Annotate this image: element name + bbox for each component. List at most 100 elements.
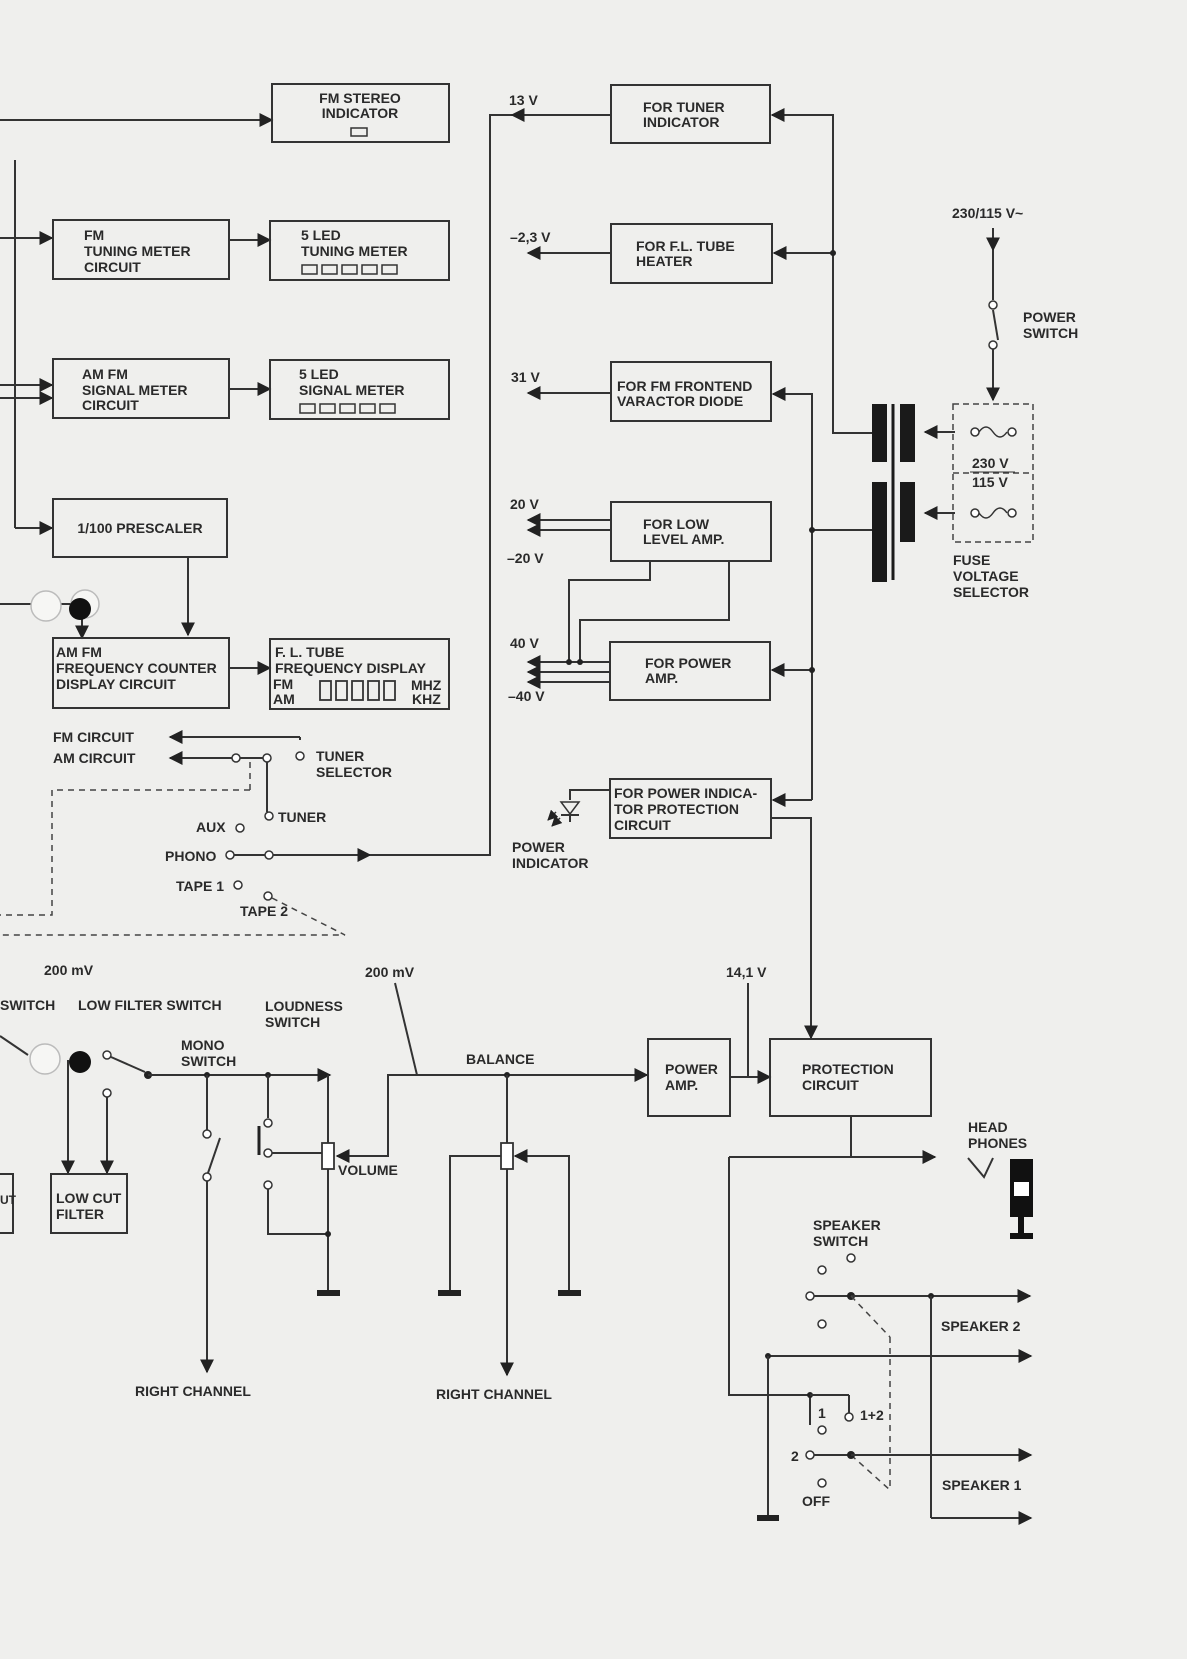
fuse-voltage-selector: 230 V 115 V <box>923 403 1034 543</box>
frequency-counter-line2: FREQUENCY COUNTER <box>56 660 217 676</box>
right-channel-1-label: RIGHT CHANNEL <box>135 1383 251 1399</box>
signal-meter-circuit-block: AM FM SIGNAL METER CIRCUIT <box>52 358 230 419</box>
tuner-indicator-line1: FOR TUNER <box>643 99 725 115</box>
fl-tube-line2: FREQUENCY DISPLAY <box>275 660 427 676</box>
low-level-amp-line1: FOR LOW <box>643 516 710 532</box>
mono-switch-line1: MONO <box>181 1037 225 1053</box>
v20-label: 20 V <box>510 496 539 512</box>
fl-tube-fm: FM <box>273 676 293 692</box>
fm-stereo-indicator-line2: INDICATOR <box>322 105 398 121</box>
mains-voltage-label: 230/115 V~ <box>952 205 1023 221</box>
low-cut-filter-line1: LOW CUT <box>56 1190 122 1206</box>
signal-meter-line3: CIRCUIT <box>82 397 139 413</box>
frequency-counter-line3: DISPLAY CIRCUIT <box>56 676 176 692</box>
led-tuning-meter-line2: TUNING METER <box>301 243 408 259</box>
fuse-selector-line3: SELECTOR <box>953 584 1029 600</box>
right-channel-2-label: RIGHT CHANNEL <box>436 1386 552 1402</box>
power-switch-line2: SWITCH <box>1023 325 1078 341</box>
speaker-pos1-label: 1 <box>818 1405 826 1421</box>
protection-line2: CIRCUIT <box>802 1077 859 1093</box>
fm-stereo-indicator-block: FM STEREO INDICATOR <box>271 83 450 143</box>
led-segments-icon <box>301 264 398 275</box>
protection-line1: PROTECTION <box>802 1061 894 1077</box>
signal-meter-line1: AM FM <box>82 366 128 382</box>
switch-left-label: SWITCH <box>0 997 55 1013</box>
prescaler-block: 1/100 PRESCALER <box>52 498 228 558</box>
sig200-left-label: 200 mV <box>44 962 94 978</box>
fm-tuning-meter-circuit-block: FM TUNING METER CIRCUIT <box>52 219 230 280</box>
low-cut-filter-line2: FILTER <box>56 1206 104 1222</box>
led-tuning-meter-block: 5 LED TUNING METER <box>269 220 450 281</box>
fuse-selector-line2: VOLTAGE <box>953 568 1019 584</box>
knob-dot-icon <box>69 598 91 620</box>
knob-outline-icon <box>29 1043 61 1075</box>
power-supply-section: FOR TUNER INDICATOR 13 V FOR F.L. TUBE H… <box>507 84 1078 1040</box>
tuner-indicator-line2: INDICATOR <box>643 114 719 130</box>
aux-label: AUX <box>196 819 226 835</box>
stereo-lamp-icon <box>350 127 368 137</box>
fl-tube-mhz: MHZ <box>411 677 442 693</box>
speaker-switch-line1: SPEAKER <box>813 1217 881 1233</box>
led-signal-meter-line1: 5 LED <box>299 366 339 382</box>
v40-label: 40 V <box>510 635 539 651</box>
transformer-icon <box>872 404 915 582</box>
volume-label: VOLUME <box>338 1162 398 1178</box>
signal-meter-line2: SIGNAL METER <box>82 382 188 398</box>
input-selector: AUX TUNER PHONO TAPE 1 TAPE 2 <box>0 809 372 936</box>
v14-1-label: 14,1 V <box>726 964 767 980</box>
fl-tube-line1: F. L. TUBE <box>275 644 344 660</box>
am-circuit-label: AM CIRCUIT <box>53 750 136 766</box>
speaker-switch-line2: SWITCH <box>813 1233 868 1249</box>
audio-section: 200 mV SWITCH LOW FILTER SWITCH LOUDNESS… <box>0 962 1033 1525</box>
headphones-line1: HEAD <box>968 1119 1008 1135</box>
power-indicator-line2: INDICATOR <box>512 855 588 871</box>
v13-label: 13 V <box>509 92 538 108</box>
speaker-pos12-label: 1+2 <box>860 1407 884 1423</box>
vm40-label: –40 V <box>508 688 545 704</box>
headphone-jack-icon <box>1010 1159 1033 1239</box>
phono-label: PHONO <box>165 848 216 864</box>
power-indicator-circuit-line2: TOR PROTECTION <box>614 801 739 817</box>
digit-display-icon <box>319 680 396 701</box>
loudness-line1: LOUDNESS <box>265 998 343 1014</box>
led-diode-icon <box>547 801 581 827</box>
speaker2-label: SPEAKER 2 <box>941 1318 1021 1334</box>
mono-switch-line2: SWITCH <box>181 1053 236 1069</box>
balance-label: BALANCE <box>466 1051 534 1067</box>
speaker1-label: SPEAKER 1 <box>942 1477 1022 1493</box>
tape2-label: TAPE 2 <box>240 903 288 919</box>
fl-heater-line1: FOR F.L. TUBE <box>636 238 735 254</box>
led-tuning-meter-line1: 5 LED <box>301 227 341 243</box>
frequency-counter-block: AM FM FREQUENCY COUNTER DISPLAY CIRCUIT <box>52 637 230 709</box>
speaker-off-label: OFF <box>802 1493 830 1509</box>
low-filter-switch-label: LOW FILTER SWITCH <box>78 997 222 1013</box>
fl-heater-line2: HEATER <box>636 253 693 269</box>
frequency-counter-line1: AM FM <box>56 644 102 660</box>
sig200-mid-label: 200 mV <box>365 964 415 980</box>
power-switch-line1: POWER <box>1023 309 1076 325</box>
led-segments-icon <box>299 403 396 414</box>
vm20-label: –20 V <box>507 550 544 566</box>
fl-tube-display-block: F. L. TUBE FREQUENCY DISPLAY FM AM MHZ K… <box>269 638 450 710</box>
knob-dot-icon <box>69 1051 91 1073</box>
fuse-icon <box>970 426 1017 438</box>
v230-label: 230 V <box>972 455 1009 471</box>
tuner-selector: FM CIRCUIT AM CIRCUIT TUNER SELECTOR <box>0 729 392 916</box>
power-switch-icon <box>986 250 1000 402</box>
fuse-icon <box>970 507 1017 519</box>
power-amp-line2: AMP. <box>665 1077 698 1093</box>
fm-tuning-meter-line1: FM <box>84 227 104 243</box>
power-amp-supply-line2: AMP. <box>645 670 678 686</box>
fm-tuning-meter-line2: TUNING METER <box>84 243 191 259</box>
led-signal-meter-line2: SIGNAL METER <box>299 382 405 398</box>
prescaler-label: 1/100 PRESCALER <box>77 520 202 536</box>
v2-3-label: –2,3 V <box>510 229 551 245</box>
speaker-pos2-label: 2 <box>791 1448 799 1464</box>
tuner-selector-line1: TUNER <box>316 748 364 764</box>
fm-tuning-meter-line3: CIRCUIT <box>84 259 141 275</box>
power-indicator-circuit-line1: FOR POWER INDICA- <box>614 785 757 801</box>
knob-outline-icon <box>30 590 62 622</box>
headphones-line2: PHONES <box>968 1135 1027 1151</box>
v115-label: 115 V <box>972 474 1008 490</box>
